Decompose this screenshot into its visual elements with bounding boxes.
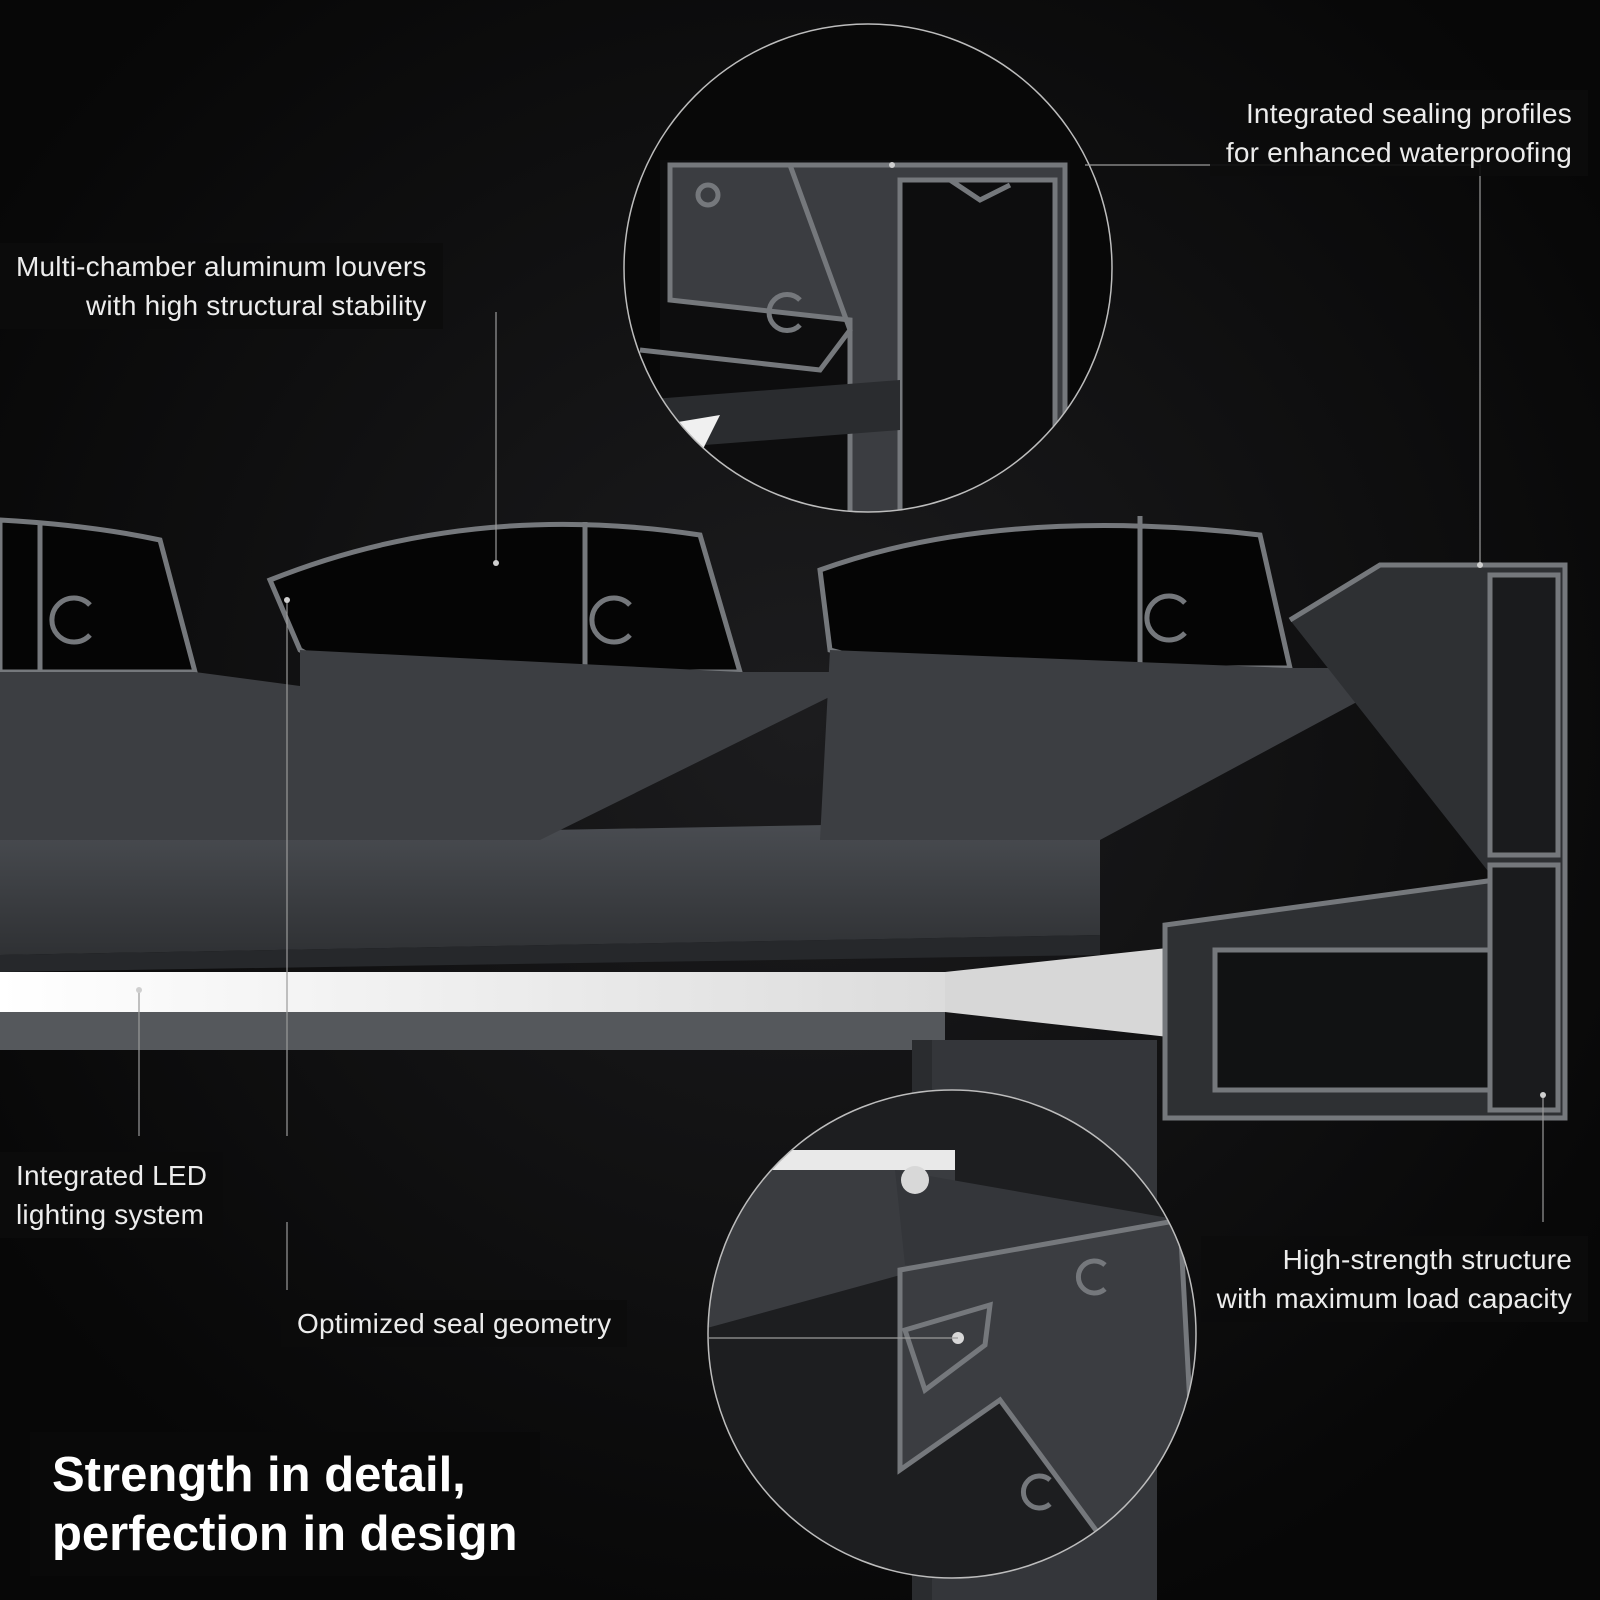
label-led-line2: lighting system (16, 1199, 205, 1230)
detail-circle-sealing (623, 23, 1113, 513)
louver-row (0, 516, 1568, 1121)
label-structure-line1: High-strength structure (1282, 1244, 1572, 1275)
label-louvers-line1: Multi-chamber aluminum louvers (16, 251, 427, 282)
label-louvers-line2: with high structural stability (86, 290, 427, 321)
headline: Strength in detail, perfection in design (30, 1432, 540, 1576)
detail-circle-seal-geometry (707, 1089, 1197, 1579)
label-led-line1: Integrated LED (16, 1160, 208, 1191)
led-strip (0, 972, 945, 1012)
label-louvers: Multi-chamber aluminum louvers with high… (0, 243, 443, 329)
label-sealing: Integrated sealing profiles for enhanced… (1209, 90, 1588, 176)
label-sealing-line1: Integrated sealing profiles (1245, 98, 1572, 129)
label-seal-geometry-text: Optimized seal geometry (297, 1308, 612, 1339)
label-seal-geometry: Optimized seal geometry (281, 1300, 628, 1347)
label-sealing-line2: for enhanced waterproofing (1225, 137, 1572, 168)
headline-line1: Strength in detail, (52, 1448, 466, 1502)
label-structure: High-strength structure with maximum loa… (1200, 1236, 1588, 1322)
label-led: Integrated LED lighting system (0, 1152, 224, 1238)
label-structure-line2: with maximum load capacity (1216, 1283, 1572, 1314)
headline-line2: perfection in design (52, 1507, 518, 1561)
